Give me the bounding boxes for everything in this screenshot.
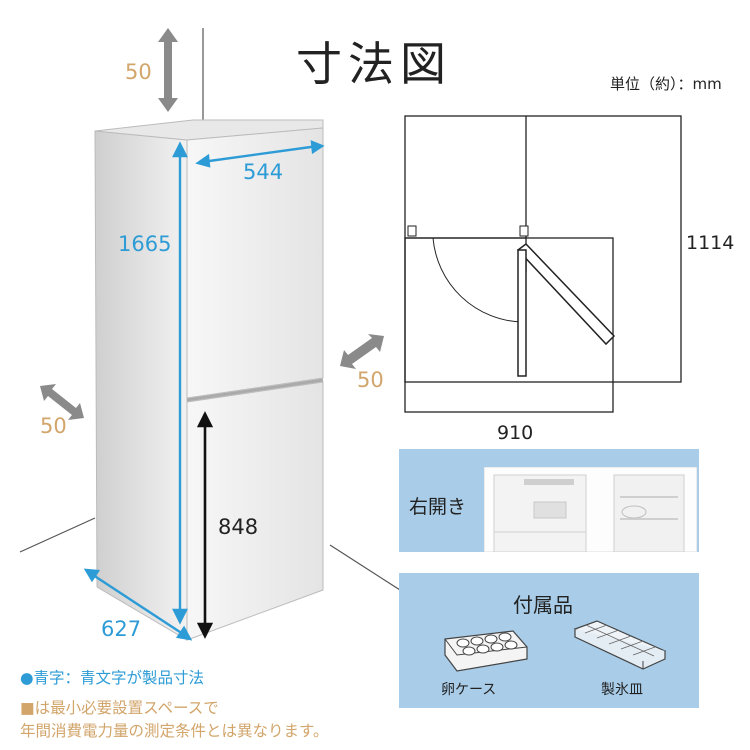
depth-label: 627	[101, 617, 142, 641]
hinge-right-icon	[519, 225, 529, 237]
open-door	[516, 243, 616, 377]
plan-width-label: 910	[497, 422, 534, 444]
egg-case-label: 卵ケース	[441, 682, 497, 698]
page-title: 寸法図	[296, 37, 452, 91]
clearance-note-line1: ■は最小必要設置スペースで	[20, 699, 219, 717]
accessories-panel: 付属品 卵ケース 製氷皿	[399, 573, 699, 708]
plan-outer-frame	[404, 115, 682, 383]
right-clearance-label: 50	[357, 368, 384, 392]
left-clearance-label: 50	[40, 414, 67, 438]
floor-line-right	[329, 544, 400, 591]
refrigerator-illustration	[19, 28, 400, 641]
left-clearance-arrow	[40, 384, 84, 420]
fridge-upper-door	[186, 127, 324, 399]
fridge-lower-door	[186, 381, 324, 641]
hinge-left-icon	[407, 225, 417, 237]
plan-view-diagram	[404, 115, 682, 413]
plan-fridge-top	[405, 237, 527, 272]
fridge-side	[94, 130, 188, 641]
door-direction-label: 右開き	[409, 496, 467, 518]
ice-tray-label: 製氷皿	[601, 682, 643, 698]
fridge-top	[94, 119, 324, 141]
width-label: 544	[243, 160, 284, 184]
ice-tray-icon	[573, 620, 667, 670]
depth-arrow	[83, 568, 193, 641]
height-arrow	[172, 141, 188, 625]
width-arrow	[195, 140, 325, 168]
plan-floor-area	[404, 237, 614, 413]
top-clearance-arrow	[158, 28, 178, 112]
door-swing-arc	[432, 237, 523, 323]
lower-height-label: 848	[218, 515, 259, 539]
accessories-title: 付属品	[513, 593, 573, 617]
top-clearance-label: 50	[125, 60, 152, 84]
egg-case-icon	[444, 630, 528, 672]
open-fridge-photo	[484, 467, 697, 552]
right-clearance-arrow	[340, 334, 384, 369]
door-direction-panel: 右開き	[399, 449, 699, 552]
clearance-note-line2: 年間消費電力量の測定条件とは異なります。	[20, 722, 329, 740]
height-label: 1665	[118, 232, 172, 256]
blue-text-note: ●青字：青文字が製品寸法	[20, 669, 205, 687]
unit-label: 単位（約）：mm	[610, 75, 722, 93]
floor-line-left	[19, 517, 96, 553]
plan-depth-label: 1114	[686, 232, 735, 254]
lower-height-arrow	[196, 411, 214, 639]
door-gap	[186, 378, 324, 402]
